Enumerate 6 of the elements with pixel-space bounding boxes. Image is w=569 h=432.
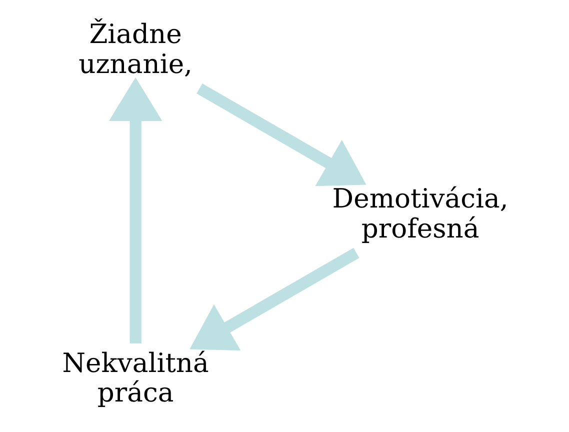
node-text: Nekvalitná práca xyxy=(62,348,208,409)
node-text: Žiadne uznanie, xyxy=(78,18,192,80)
arrow xyxy=(189,248,359,351)
arrow xyxy=(108,77,162,344)
node-text: Demotivácia, profesná xyxy=(332,183,508,244)
arrow xyxy=(196,83,366,186)
